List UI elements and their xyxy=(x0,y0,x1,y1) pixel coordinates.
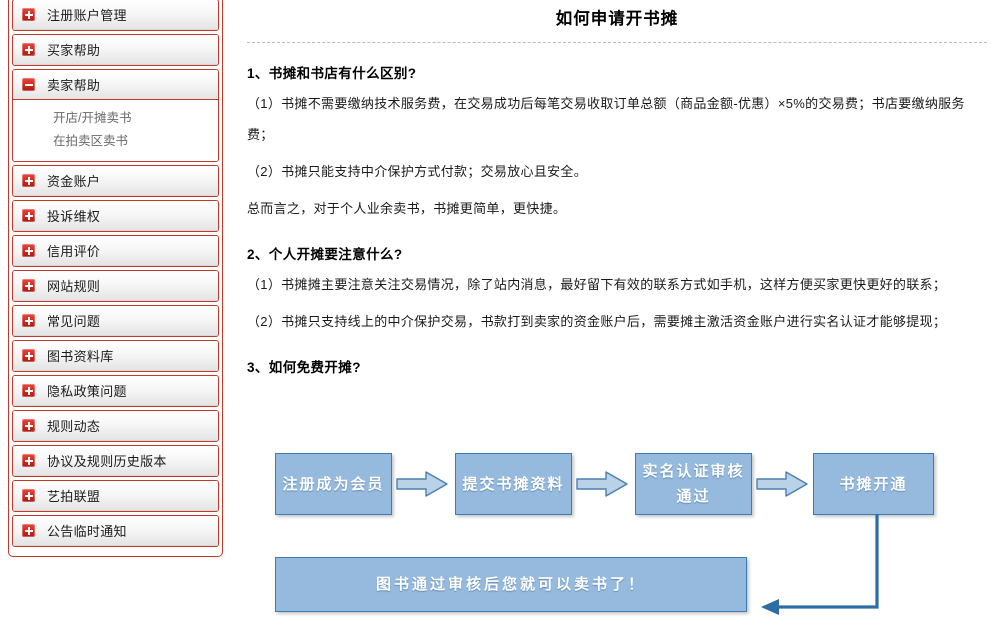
sidebar-item-3[interactable]: 卖家帮助 xyxy=(13,70,218,100)
sidebar-item-2[interactable]: 买家帮助 xyxy=(13,35,218,65)
flow-step-4: 书摊开通 xyxy=(813,453,934,515)
sidebar-group-3: 卖家帮助开店/开摊卖书在拍卖区卖书 xyxy=(12,69,219,162)
sidebar-item-label: 买家帮助 xyxy=(47,43,101,58)
sidebar-item-11[interactable]: 规则动态 xyxy=(13,411,218,441)
plus-icon[interactable] xyxy=(22,349,35,362)
plus-icon[interactable] xyxy=(22,174,35,187)
sidebar-subitems: 开店/开摊卖书在拍卖区卖书 xyxy=(13,100,218,161)
sidebar-item-label: 隐私政策问题 xyxy=(47,384,127,399)
sidebar-item-label: 注册账户管理 xyxy=(47,8,127,23)
sidebar-item-13[interactable]: 艺拍联盟 xyxy=(13,481,218,511)
sidebar-group-9: 图书资料库 xyxy=(12,340,219,372)
plus-icon[interactable] xyxy=(22,314,35,327)
sidebar-item-label: 卖家帮助 xyxy=(47,78,101,93)
sidebar-group-7: 网站规则 xyxy=(12,270,219,302)
sidebar-group-14: 公告临时通知 xyxy=(12,515,219,547)
sidebar-group-13: 艺拍联盟 xyxy=(12,480,219,512)
sidebar-group-11: 规则动态 xyxy=(12,410,219,442)
flow-arrow-right-icon xyxy=(396,471,448,497)
sidebar-subitem-2[interactable]: 在拍卖区卖书 xyxy=(53,134,129,148)
plus-icon[interactable] xyxy=(22,244,35,257)
section-heading-2: 2、个人开摊要注意什么? xyxy=(247,247,403,262)
sidebar-group-10: 隐私政策问题 xyxy=(12,375,219,407)
flow-step-3: 实名认证审核通过 xyxy=(635,453,752,515)
sidebar-item-label: 艺拍联盟 xyxy=(47,489,101,504)
content-sections: 1、书摊和书店有什么区别? （1）书摊不需要缴纳技术服务费，在交易成功后每笔交易收… xyxy=(243,62,991,376)
plus-icon[interactable] xyxy=(22,279,35,292)
plus-icon[interactable] xyxy=(22,8,35,21)
flow-elbow-connector-icon xyxy=(761,514,879,615)
section-1-paragraph-1: （1）书摊不需要缴纳技术服务费，在交易成功后每笔交易收取订单总额（商品金额-优惠… xyxy=(247,96,965,142)
section-heading-3: 3、如何免费开摊? xyxy=(247,360,361,375)
plus-icon[interactable] xyxy=(22,384,35,397)
sidebar-item-label: 公告临时通知 xyxy=(47,524,127,539)
sidebar-group-1: 注册账户管理 xyxy=(12,0,219,31)
sidebar-item-label: 网站规则 xyxy=(47,279,101,294)
sidebar-group-8: 常见问题 xyxy=(12,305,219,337)
flow-arrow-right-icon xyxy=(756,471,808,497)
plus-icon[interactable] xyxy=(22,419,35,432)
sidebar-item-12[interactable]: 协议及规则历史版本 xyxy=(13,446,218,476)
plus-icon[interactable] xyxy=(22,524,35,537)
sidebar-item-8[interactable]: 常见问题 xyxy=(13,306,218,336)
flow-result-box: 图书通过审核后您就可以卖书了！ xyxy=(275,557,747,612)
flow-step-1: 注册成为会员 xyxy=(275,453,392,515)
section-heading-1: 1、书摊和书店有什么区别? xyxy=(247,66,417,81)
sidebar-item-14[interactable]: 公告临时通知 xyxy=(13,516,218,546)
sidebar-item-4[interactable]: 资金账户 xyxy=(13,166,218,196)
sidebar-accordion: 注册账户管理买家帮助卖家帮助开店/开摊卖书在拍卖区卖书资金账户投诉维权信用评价网… xyxy=(8,0,223,557)
sidebar-item-label: 信用评价 xyxy=(47,244,101,259)
section-2-paragraph-1: （1）书摊摊主要注意关注交易情况，除了站内消息，最好留下有效的联系方式如手机，这… xyxy=(247,277,947,292)
sidebar-item-label: 资金账户 xyxy=(47,174,101,189)
plus-icon[interactable] xyxy=(22,454,35,467)
sidebar-item-7[interactable]: 网站规则 xyxy=(13,271,218,301)
section-1-paragraph-2: （2）书摊只能支持中介保护方式付款；交易放心且安全。 xyxy=(247,164,588,179)
sidebar-group-4: 资金账户 xyxy=(12,165,219,197)
open-bookstall-flowchart: 注册成为会员 提交书摊资料 实名认证审核通过 书摊开通 图书通过审核后您就可以卖… xyxy=(243,424,991,643)
flow-step-2: 提交书摊资料 xyxy=(455,453,572,515)
plus-icon[interactable] xyxy=(22,43,35,56)
sidebar-subitem-1[interactable]: 开店/开摊卖书 xyxy=(53,111,132,125)
sidebar-item-5[interactable]: 投诉维权 xyxy=(13,201,218,231)
main-content: 如何申请开书摊 1、书摊和书店有什么区别? （1）书摊不需要缴纳技术服务费，在交易… xyxy=(243,0,991,643)
sidebar-item-6[interactable]: 信用评价 xyxy=(13,236,218,266)
sidebar-item-label: 投诉维权 xyxy=(47,209,101,224)
sidebar-item-9[interactable]: 图书资料库 xyxy=(13,341,218,371)
minus-icon[interactable] xyxy=(22,78,35,91)
sidebar-group-6: 信用评价 xyxy=(12,235,219,267)
section-1-paragraph-3: 总而言之，对于个人业余卖书，书摊更简单，更快捷。 xyxy=(247,201,567,216)
sidebar-group-5: 投诉维权 xyxy=(12,200,219,232)
sidebar-group-12: 协议及规则历史版本 xyxy=(12,445,219,477)
flow-arrow-right-icon xyxy=(576,471,628,497)
sidebar-item-label: 图书资料库 xyxy=(47,349,114,364)
sidebar-group-2: 买家帮助 xyxy=(12,34,219,66)
page-title: 如何申请开书摊 xyxy=(555,10,679,28)
sidebar-item-label: 规则动态 xyxy=(47,419,101,434)
sidebar-item-1[interactable]: 注册账户管理 xyxy=(13,0,218,30)
sidebar-item-10[interactable]: 隐私政策问题 xyxy=(13,376,218,406)
section-2-paragraph-2: （2）书摊只支持线上的中介保护交易，书款打到卖家的资金账户后，需要摊主激活资金账… xyxy=(247,314,947,329)
plus-icon[interactable] xyxy=(22,489,35,502)
plus-icon[interactable] xyxy=(22,209,35,222)
sidebar-item-label: 协议及规则历史版本 xyxy=(47,454,167,469)
title-divider xyxy=(247,42,987,43)
sidebar-item-label: 常见问题 xyxy=(47,314,101,329)
